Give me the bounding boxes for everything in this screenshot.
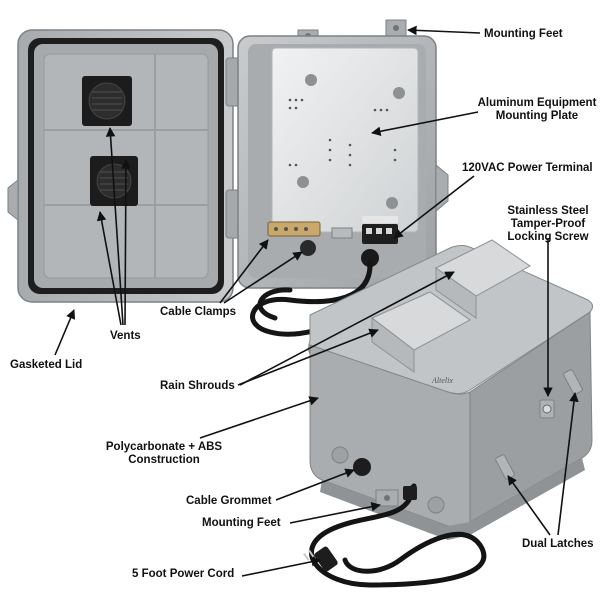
label-dual-latches: Dual Latches	[522, 538, 594, 550]
label-cable-clamps: Cable Clamps	[160, 306, 237, 318]
power-terminal	[361, 216, 398, 267]
label-locking-screw-line2: Tamper-Proof	[510, 218, 586, 230]
label-construction-line2: Construction	[128, 454, 200, 466]
locking-screw	[539, 399, 555, 419]
rain-shroud-back	[435, 239, 531, 319]
label-mounting-feet-top: Mounting Feet	[484, 28, 563, 40]
callout-lines	[54, 25, 579, 577]
label-gasketed-lid: Gasketed Lid	[10, 359, 83, 371]
label-locking-screw: Stainless Steel Tamper-Proof Locking Scr…	[495, 205, 601, 244]
label-construction-line1: Polycarbonate + ABS	[105, 441, 223, 453]
label-mounting-plate-line2: Mounting Plate	[495, 110, 579, 122]
label-mounting-feet-bottom: Mounting Feet	[202, 517, 281, 529]
vent-upper	[82, 76, 132, 126]
cord-strain-relief	[403, 486, 417, 500]
mounting-feet-bottom	[375, 489, 399, 507]
cable-clamps	[267, 221, 353, 256]
label-cable-grommet: Cable Grommet	[186, 495, 272, 507]
label-mounting-plate-line1: Aluminum Equipment	[477, 97, 597, 109]
aluminum-mounting-plate	[271, 47, 419, 233]
plug	[303, 546, 338, 572]
label-power-terminal: 120VAC Power Terminal	[462, 162, 593, 174]
label-locking-screw-line1: Stainless Steel	[507, 205, 589, 217]
label-locking-screw-line3: Locking Screw	[507, 231, 589, 243]
brand-logo: Altelix	[431, 376, 453, 385]
label-construction: Polycarbonate + ABS Construction	[94, 441, 234, 467]
hinges	[225, 57, 241, 239]
label-vents: Vents	[110, 330, 141, 342]
label-power-cord: 5 Foot Power Cord	[132, 568, 235, 580]
label-rain-shrouds: Rain Shrouds	[160, 380, 235, 392]
cable-grommet	[331, 446, 445, 514]
label-mounting-plate: Aluminum Equipment Mounting Plate	[472, 97, 602, 123]
